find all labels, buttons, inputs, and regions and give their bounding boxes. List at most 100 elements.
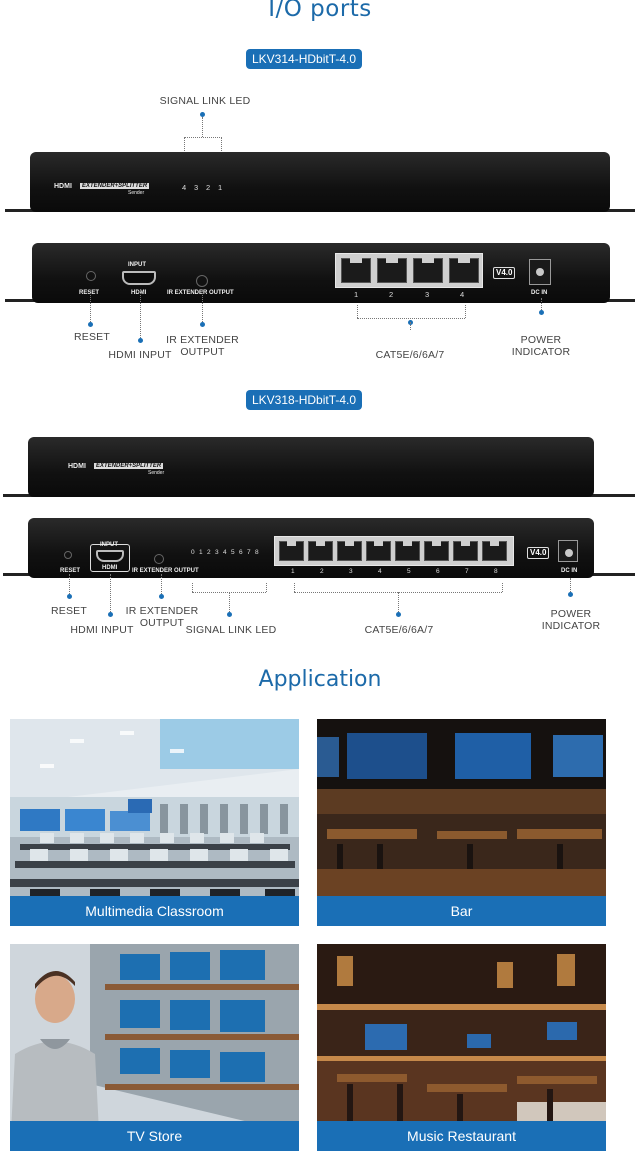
- rear-hdmi-label: HDMI: [102, 565, 118, 571]
- lkv314-rear-panel: RESET INPUT HDMI IR EXTENDER OUTPUT 1 2 …: [32, 243, 610, 303]
- rj45-port-icon: [341, 258, 371, 283]
- callout-dot: [200, 322, 205, 327]
- hdmi-port-frame: [90, 544, 130, 572]
- led-number: 6: [239, 549, 243, 556]
- port-number: 6: [436, 568, 440, 575]
- dc-in-port-icon: [529, 259, 551, 285]
- callout-ir-extender-output: IR EXTENDER OUTPUT: [166, 334, 239, 358]
- callout-dot: [138, 338, 143, 343]
- led-number: 7: [247, 549, 251, 556]
- front-brand: HDMI: [54, 183, 72, 190]
- dc-in-port-icon: [558, 540, 578, 562]
- callout-power-indicator: POWER INDICATOR: [511, 334, 571, 358]
- callout-dot: [200, 112, 205, 117]
- port-number: 1: [291, 568, 295, 575]
- port-number: 3: [425, 290, 430, 299]
- callout-ir-extender-output: IR EXTENDER OUTPUT: [125, 605, 199, 629]
- rear-hdmi-label: HDMI: [131, 290, 147, 296]
- rear-input-label: INPUT: [100, 542, 118, 548]
- callout-line: [502, 583, 503, 592]
- rear-input-label: INPUT: [128, 262, 146, 268]
- led-number: 3: [194, 183, 199, 192]
- callout-dot: [88, 322, 93, 327]
- callout-hdmi-input: HDMI INPUT: [70, 624, 134, 636]
- application-label: Music Restaurant: [317, 1121, 606, 1151]
- callout-dot: [396, 612, 401, 617]
- rj45-port-block: [335, 253, 483, 288]
- front-model: EXTENDER+SPLITTER: [94, 463, 164, 469]
- callout-line: [110, 574, 111, 612]
- led-number: 1: [199, 549, 203, 556]
- callout-line: [570, 578, 571, 592]
- led-number: 1: [218, 183, 223, 192]
- port-number: 4: [460, 290, 465, 299]
- application-label: Bar: [317, 896, 606, 926]
- reset-button-icon: [86, 271, 96, 281]
- dc-in-label: DC IN: [531, 290, 548, 296]
- model-badge-lkv318: LKV318-HDbitT-4.0: [246, 390, 363, 410]
- version-label: V4.0: [527, 547, 550, 559]
- led-number: 4: [182, 183, 187, 192]
- callout-line: [184, 137, 185, 151]
- ir-port-icon: [196, 275, 208, 287]
- application-label: Multimedia Classroom: [10, 896, 299, 926]
- callout-line: [398, 592, 399, 612]
- ir-port-icon: [154, 554, 164, 564]
- callout-reset: RESET: [73, 331, 110, 343]
- model-badge-lkv314: LKV314-HDbitT-4.0: [246, 49, 363, 69]
- callout-line: [161, 574, 162, 594]
- callout-line: [69, 574, 70, 594]
- front-brand: HDMI: [68, 463, 86, 470]
- rj45-port-icon: [449, 258, 479, 283]
- led-number: 3: [215, 549, 219, 556]
- callout-signal-link-led: SIGNAL LINK LED: [185, 624, 277, 636]
- rear-reset-label: RESET: [79, 290, 100, 296]
- rj45-port-icon: [395, 541, 420, 561]
- rear-ir-label: IR EXTENDER OUTPUT: [167, 290, 234, 296]
- application-tile-classroom: Multimedia Classroom: [10, 719, 299, 926]
- led-number: 8: [255, 549, 259, 556]
- port-number: 1: [354, 290, 359, 299]
- rj45-port-icon: [377, 258, 407, 283]
- port-number: 4: [378, 568, 382, 575]
- lkv318-front-panel: HDMI EXTENDER+SPLITTER Sender: [28, 437, 594, 497]
- rj45-port-icon: [424, 541, 449, 561]
- port-number: 3: [349, 568, 353, 575]
- callout-dot: [67, 594, 72, 599]
- application-tile-music-restaurant: Music Restaurant: [317, 944, 606, 1151]
- led-number: 5: [231, 549, 235, 556]
- callout-line: [357, 318, 465, 319]
- rj45-port-icon: [482, 541, 507, 561]
- front-sub: Sender: [128, 190, 145, 196]
- rj45-port-block: [274, 536, 514, 566]
- rj45-port-icon: [453, 541, 478, 561]
- callout-power-indicator: POWER INDICATOR: [541, 608, 601, 632]
- callout-dot: [108, 612, 113, 617]
- callout-line: [202, 290, 203, 322]
- lkv314-front-panel: HDMI EXTENDER+SPLITTER Sender 4 3 2 1: [30, 152, 610, 212]
- rj45-port-icon: [413, 258, 443, 283]
- application-label: TV Store: [10, 1121, 299, 1151]
- rj45-port-icon: [308, 541, 333, 561]
- reset-button-icon: [64, 551, 72, 559]
- callout-line: [192, 583, 193, 592]
- callout-dot: [539, 310, 544, 315]
- port-number: 2: [320, 568, 324, 575]
- led-number: 2: [207, 549, 211, 556]
- led-number: 2: [206, 183, 211, 192]
- callout-line: [357, 305, 358, 318]
- callout-line: [202, 117, 203, 137]
- callout-line: [465, 305, 466, 318]
- port-number: 5: [407, 568, 411, 575]
- led-number: 4: [223, 549, 227, 556]
- application-title: Application: [258, 667, 382, 692]
- rear-ir-label: IR EXTENDER OUTPUT: [132, 568, 199, 574]
- callout-dot: [159, 594, 164, 599]
- hdmi-port-icon: [96, 550, 124, 562]
- callout-signal-link-led: SIGNAL LINK LED: [159, 95, 251, 107]
- callout-reset: RESET: [50, 605, 87, 617]
- classroom-photo: [10, 719, 299, 926]
- application-tile-tv-store: TV Store: [10, 944, 299, 1151]
- callout-line: [140, 290, 141, 338]
- front-model: EXTENDER+SPLITTER: [80, 183, 150, 189]
